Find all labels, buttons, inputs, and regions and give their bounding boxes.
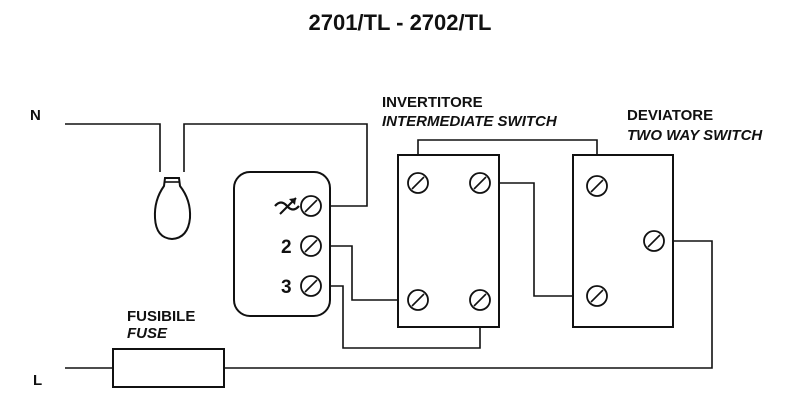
terminal-screw-icon <box>586 285 608 307</box>
intermediate-switch: INVERTITORE INTERMEDIATE SWITCH <box>382 94 558 328</box>
wire-deviatore-common-to-line <box>224 240 713 369</box>
terminal-screw-icon <box>407 289 429 311</box>
wire-invertitore-to-deviatore <box>480 182 597 297</box>
terminal-screw-icon <box>300 275 322 297</box>
two-way-switch-label-it: DEVIATORE <box>627 107 713 124</box>
wire-neutral <box>65 123 161 172</box>
terminal-3-label: 3 <box>281 277 292 298</box>
terminals <box>300 172 665 311</box>
terminal-screw-icon <box>469 172 491 194</box>
wire-terminal2-to-invertitore <box>311 245 418 301</box>
line-label: L <box>33 372 42 389</box>
terminal-screw-icon <box>407 172 429 194</box>
fuse: FUSIBILE FUSE <box>112 308 225 388</box>
lamp-arrow-icon <box>274 197 300 215</box>
fuse-body <box>112 348 225 388</box>
light-bulb-icon <box>153 177 192 241</box>
terminal-2-label: 2 <box>281 237 292 258</box>
two-way-switch-label-en: TWO WAY SWITCH <box>627 127 763 144</box>
intermediate-switch-label-it: INVERTITORE <box>382 94 483 111</box>
intermediate-switch-label-en: INTERMEDIATE SWITCH <box>382 113 558 130</box>
wire-lamp-return <box>183 123 368 207</box>
terminal-screw-icon <box>469 289 491 311</box>
terminal-screw-icon <box>300 235 322 257</box>
terminal-screw-icon <box>300 195 322 217</box>
terminal-screw-icon <box>643 230 665 252</box>
diagram-title: 2701/TL - 2702/TL <box>308 10 491 35</box>
wire-terminal3-to-invertitore <box>311 285 481 349</box>
fuse-label-it: FUSIBILE <box>127 308 195 325</box>
fuse-label-en: FUSE <box>127 325 168 342</box>
neutral-label: N <box>30 107 41 124</box>
terminal-screw-icon <box>586 175 608 197</box>
